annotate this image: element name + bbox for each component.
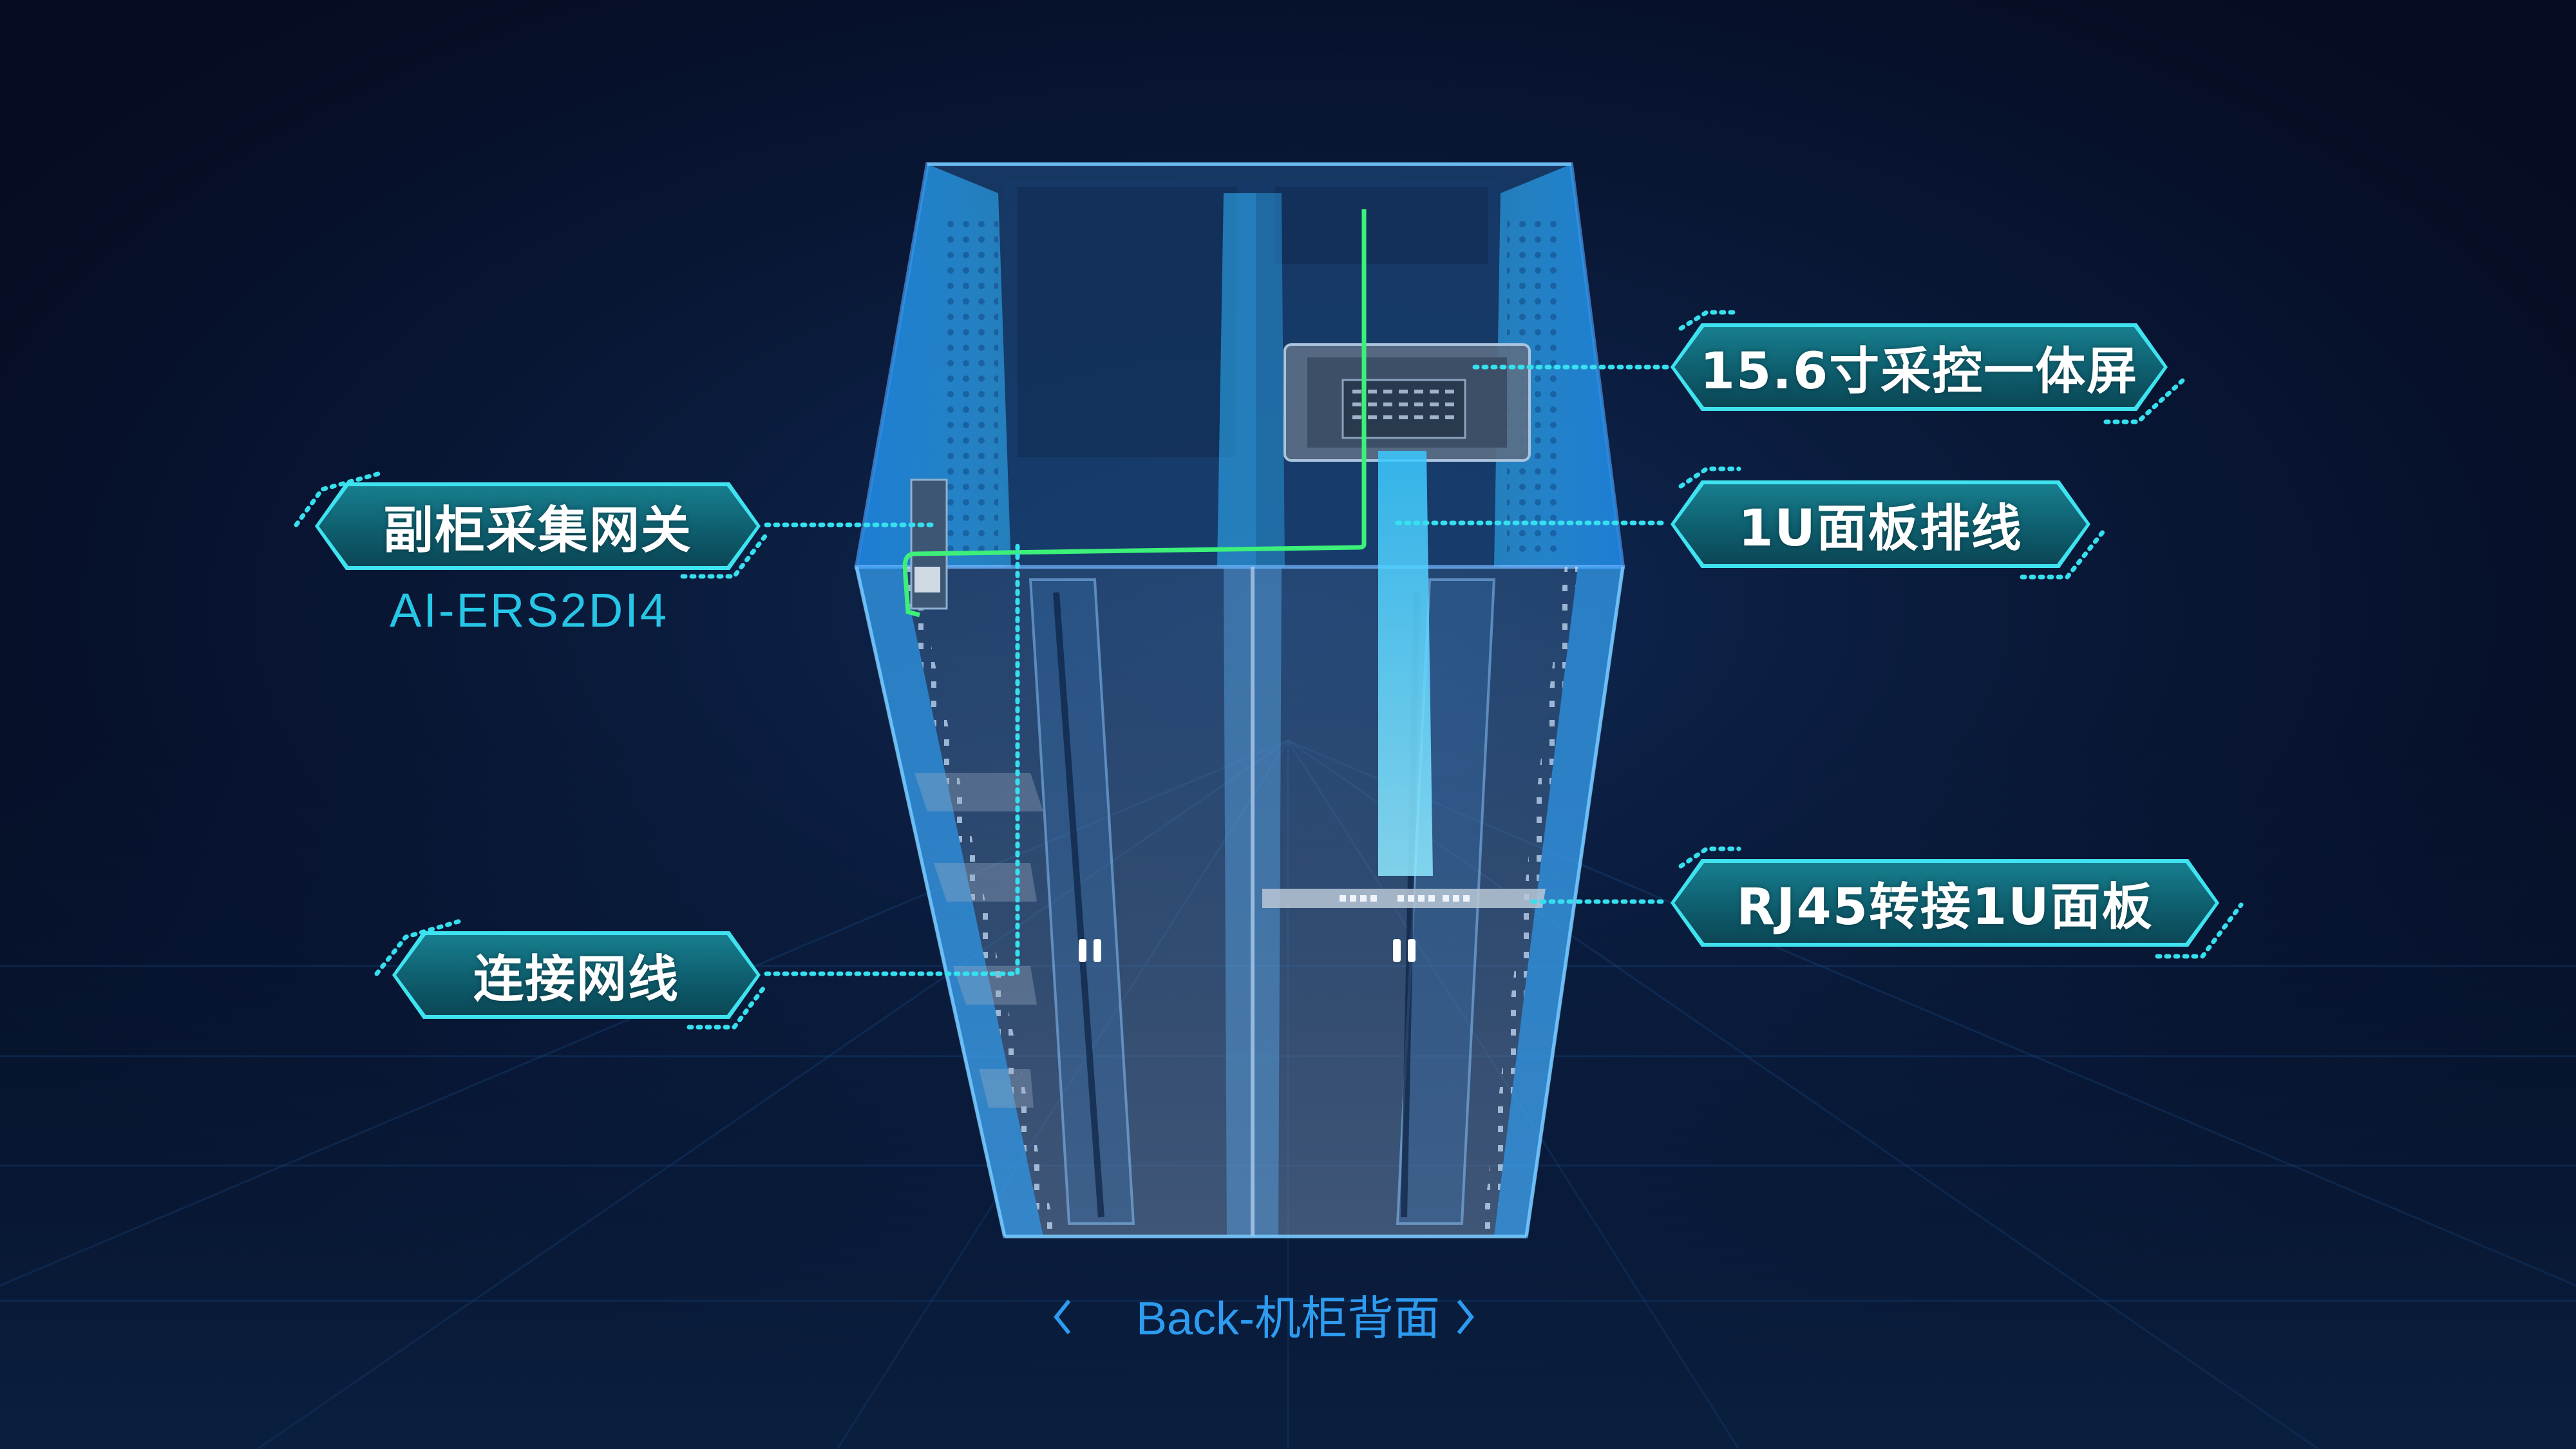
callout-rj45-panel: RJ45转接1U面板 <box>1674 863 2215 943</box>
chevron-right-icon[interactable] <box>1457 1300 1474 1334</box>
view-label: Back-机柜背面 <box>1135 1293 1441 1345</box>
callout-gateway-label: 副柜采集网关 <box>383 502 692 560</box>
callout-panel-cable: 1U面板排线 <box>1674 484 2087 564</box>
view-nav <box>1054 1300 1474 1334</box>
chevron-left-icon[interactable] <box>1054 1300 1071 1334</box>
control-screen <box>1283 343 1531 462</box>
callout-panel-cable-label: 1U面板排线 <box>1738 500 2023 558</box>
server-cabinet <box>854 162 1625 1238</box>
panel-ribbon-cable <box>1378 451 1433 876</box>
network-cable <box>902 209 1367 618</box>
callout-screen-label: 15.6寸采控一体屏 <box>1700 343 2139 401</box>
callout-network-cable-label: 连接网线 <box>473 951 679 1009</box>
callout-rj45-panel-label: RJ45转接1U面板 <box>1736 878 2154 936</box>
leader-lines <box>294 310 2244 1030</box>
callout-network-cable: 连接网线 <box>396 935 757 1015</box>
gateway-model-label: AI-ERS2DI4 <box>390 583 669 637</box>
callout-gateway: 副柜采集网关 <box>319 486 757 566</box>
callout-screen: 15.6寸采控一体屏 <box>1674 327 2164 407</box>
